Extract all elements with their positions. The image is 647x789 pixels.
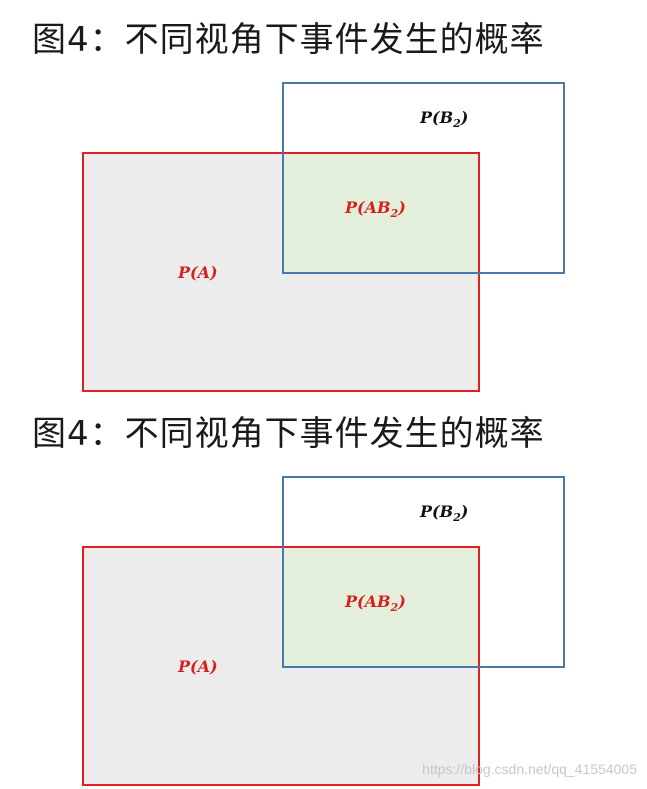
event-b2-rectangle <box>282 476 565 668</box>
diagram-panel-2: 图4：不同视角下事件发生的概率 P(A) P(B2) P(AB2) <box>0 394 647 789</box>
label-p-ab2: P(AB2) <box>345 198 406 221</box>
event-a-right-edge <box>478 546 480 667</box>
label-p-b2: P(B2) <box>420 108 469 131</box>
event-a-top-edge <box>282 152 480 154</box>
figure-title: 图4：不同视角下事件发生的概率 <box>32 20 545 60</box>
diagram-panel-1: 图4：不同视角下事件发生的概率 P(A) P(B2) P(AB2) <box>32 20 565 392</box>
label-p-a: P(A) <box>178 657 218 676</box>
label-p-ab2: P(AB2) <box>345 592 406 615</box>
figure-title: 图4：不同视角下事件发生的概率 <box>32 414 545 454</box>
event-b2-rectangle <box>282 82 565 274</box>
event-a-top-edge <box>282 546 480 548</box>
intersection-region <box>283 547 479 667</box>
event-a-right-edge <box>478 152 480 273</box>
intersection-region <box>283 153 479 273</box>
label-p-b2: P(B2) <box>420 502 469 525</box>
label-p-a: P(A) <box>178 263 218 282</box>
watermark-text: https://blog.csdn.net/qq_41554005 <box>422 761 637 777</box>
